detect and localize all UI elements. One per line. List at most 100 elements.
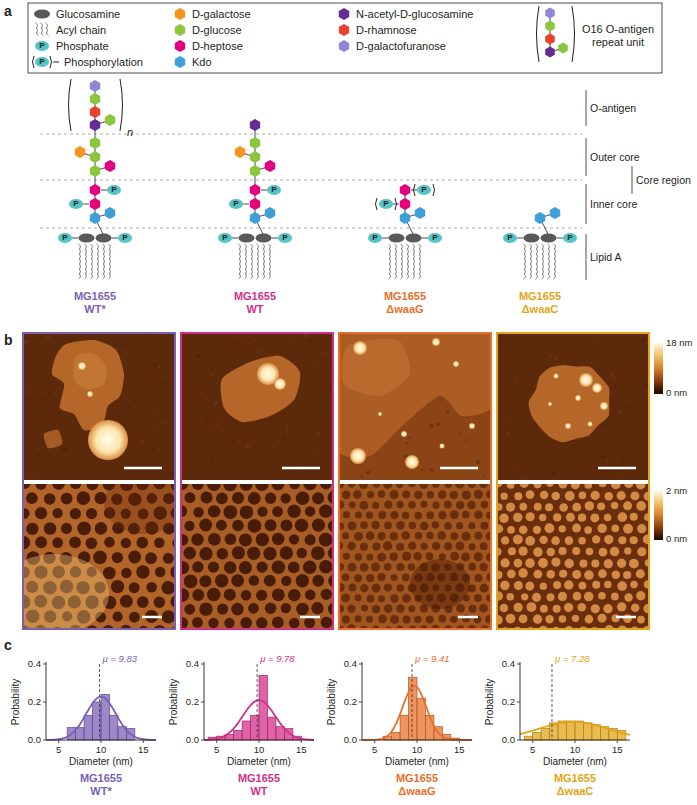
lattice-pore — [26, 523, 38, 535]
tick-label: 10 — [570, 744, 581, 755]
afm-noise — [161, 422, 164, 425]
bond-line — [243, 204, 249, 205]
lattice-pore — [419, 484, 428, 489]
phosphate-oval — [218, 233, 232, 243]
lattice-pore — [366, 532, 375, 541]
afm-image — [480, 467, 666, 636]
afm-noise — [457, 432, 461, 436]
lattice-pore — [184, 575, 198, 589]
lattice-pore — [295, 519, 308, 532]
scale-bar — [282, 467, 320, 470]
phosphate-oval — [267, 185, 281, 195]
afm-noise — [614, 386, 616, 388]
lattice-pore — [637, 524, 646, 533]
lattice-pore — [636, 569, 645, 578]
afm-noise — [206, 409, 207, 410]
lattice-pore — [519, 525, 528, 534]
lattice-pore — [618, 536, 626, 544]
lattice-pore — [396, 626, 403, 628]
phosphate-label: P — [507, 233, 512, 242]
afm-noise — [595, 342, 597, 344]
afm-content — [182, 334, 332, 480]
afm-noise — [207, 364, 209, 366]
lattice-pore — [154, 537, 165, 548]
lattice-pore — [192, 484, 204, 490]
lattice-pore — [591, 491, 600, 500]
lattice-pore — [319, 505, 332, 518]
scale-bar — [458, 616, 478, 619]
lattice-pore — [500, 493, 507, 500]
lattice-pore — [312, 575, 324, 587]
lattice-pore — [354, 615, 361, 622]
lattice-pore — [420, 522, 428, 530]
lattice-pore — [474, 511, 482, 519]
lattice-pore — [281, 576, 291, 586]
afm-noise — [62, 448, 66, 452]
sugar-hexagon — [250, 184, 260, 196]
phosphate-label: P — [567, 233, 572, 242]
lattice-pore — [438, 490, 447, 499]
lattice-pore — [77, 491, 91, 505]
scale-bar — [616, 616, 636, 619]
phosphate-label: P — [271, 185, 276, 194]
afm-content — [498, 334, 648, 480]
lattice-pore — [328, 575, 332, 587]
lattice-pore — [409, 626, 417, 628]
afm-noise — [621, 454, 623, 456]
lattice-pore — [624, 593, 632, 601]
lattice-pore — [224, 561, 237, 574]
lattice-pore — [408, 501, 416, 509]
lattice-pore — [445, 484, 452, 488]
afm-noise — [549, 354, 552, 357]
lattice-pore — [611, 525, 619, 533]
tick-label: 0.2 — [344, 696, 357, 707]
legend-text: O16 O-antigen repeat unit — [578, 23, 658, 49]
afm-noise — [29, 386, 32, 389]
lattice-pore — [223, 505, 237, 519]
afm-noise — [519, 374, 520, 375]
lattice-pore — [551, 536, 560, 545]
colorbar-label: 0 nm — [666, 387, 687, 398]
lattice-pore — [191, 533, 203, 545]
lattice-pore — [427, 491, 434, 498]
histogram-bar — [267, 717, 275, 740]
mean-label: μ = 9.41 — [415, 653, 450, 664]
lattice-pore — [474, 532, 482, 540]
lattice-pore — [623, 524, 633, 534]
afm-noise — [295, 364, 297, 366]
legend-text: D-heptose — [192, 40, 243, 53]
phosphate-oval — [35, 57, 49, 67]
lattice-pore — [224, 589, 236, 601]
afm-noise — [241, 437, 243, 439]
bond-line — [261, 190, 267, 191]
afm-noise — [211, 382, 213, 384]
lattice-pore — [328, 603, 332, 616]
lattice-pore — [414, 616, 421, 623]
afm-noise — [157, 359, 160, 362]
lattice-pore — [170, 565, 174, 578]
afm-noise — [210, 373, 213, 376]
afm-noise — [446, 417, 447, 418]
lattice-pore — [396, 501, 403, 508]
axis-title: Probability — [484, 679, 496, 726]
afm-noise — [638, 334, 640, 335]
sugar-hexagon — [90, 198, 100, 210]
glucosamine-ellipse — [239, 234, 255, 243]
aggregate-blob — [378, 412, 382, 416]
lattice-pore — [572, 524, 581, 533]
histogram-bar — [259, 675, 267, 740]
lattice-pore — [532, 593, 541, 602]
sugar-hexagon — [90, 184, 100, 196]
bond-line — [517, 238, 524, 239]
lattice-pore — [69, 536, 81, 548]
aggregate-blob — [274, 378, 286, 390]
afm-noise — [241, 334, 244, 337]
lattice-pore — [102, 625, 114, 628]
afm-noise — [524, 386, 527, 389]
lattice-pore — [86, 537, 98, 549]
aggregate-blob — [565, 423, 571, 429]
afm-noise — [366, 471, 370, 475]
sugar-hexagon — [415, 207, 425, 219]
lattice-pore — [61, 523, 72, 534]
region-divider — [40, 134, 582, 135]
